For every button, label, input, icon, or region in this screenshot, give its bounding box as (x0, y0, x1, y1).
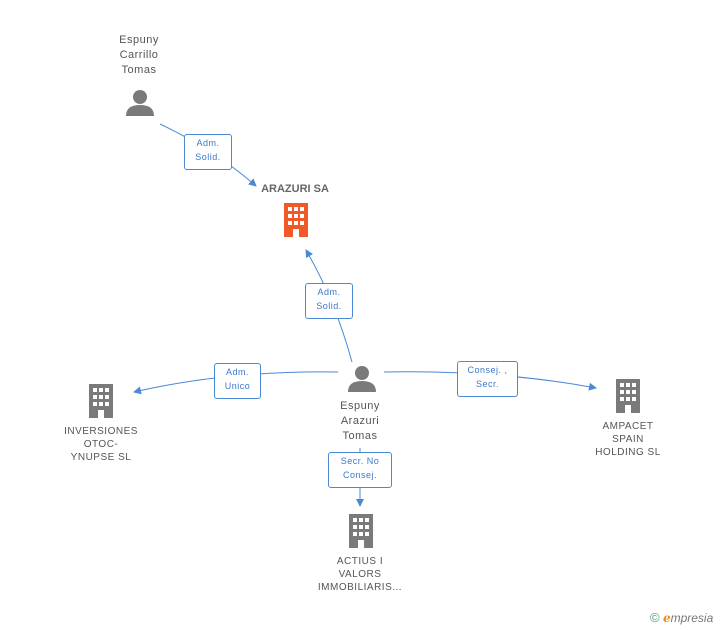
edge-label-to-inversiones[interactable]: Adm. Unico (214, 363, 261, 399)
building-icon[interactable] (346, 514, 376, 548)
building-icon[interactable] (613, 379, 643, 413)
building-icon[interactable] (281, 203, 311, 237)
copyright-symbol: © (650, 610, 660, 625)
edge-label-arazuri-person-to-arazuri[interactable]: Adm. Solid. (305, 283, 353, 319)
empresia-watermark: © empresia (650, 610, 713, 625)
node-label-inversiones[interactable]: INVERSIONES OTOC- YNUPSE SL (64, 426, 138, 463)
brand-logo-initial: e (662, 611, 671, 625)
building-icon[interactable] (86, 384, 116, 418)
node-label-actius[interactable]: ACTIUS I VALORS IMMOBILIARIS... (317, 556, 403, 593)
node-label-ampacet[interactable]: AMPACET SPAIN HOLDING SL (595, 421, 661, 458)
edge-label-to-ampacet[interactable]: Consej. , Secr. (457, 361, 518, 397)
person-icon[interactable] (347, 364, 377, 394)
node-label-espuny-carrillo[interactable]: Espuny Carrillo Tomas (119, 34, 159, 76)
brand-logo-text: mpresia (670, 611, 714, 625)
person-icon[interactable] (125, 88, 155, 118)
edge-label-carrillo-to-arazuri[interactable]: Adm. Solid. (184, 134, 232, 170)
node-label-arazuri[interactable]: ARAZURI SA (261, 183, 329, 195)
node-label-espuny-arazuri[interactable]: Espuny Arazuri Tomas (340, 400, 380, 442)
edge-label-to-actius[interactable]: Secr. No Consej. (328, 452, 392, 488)
